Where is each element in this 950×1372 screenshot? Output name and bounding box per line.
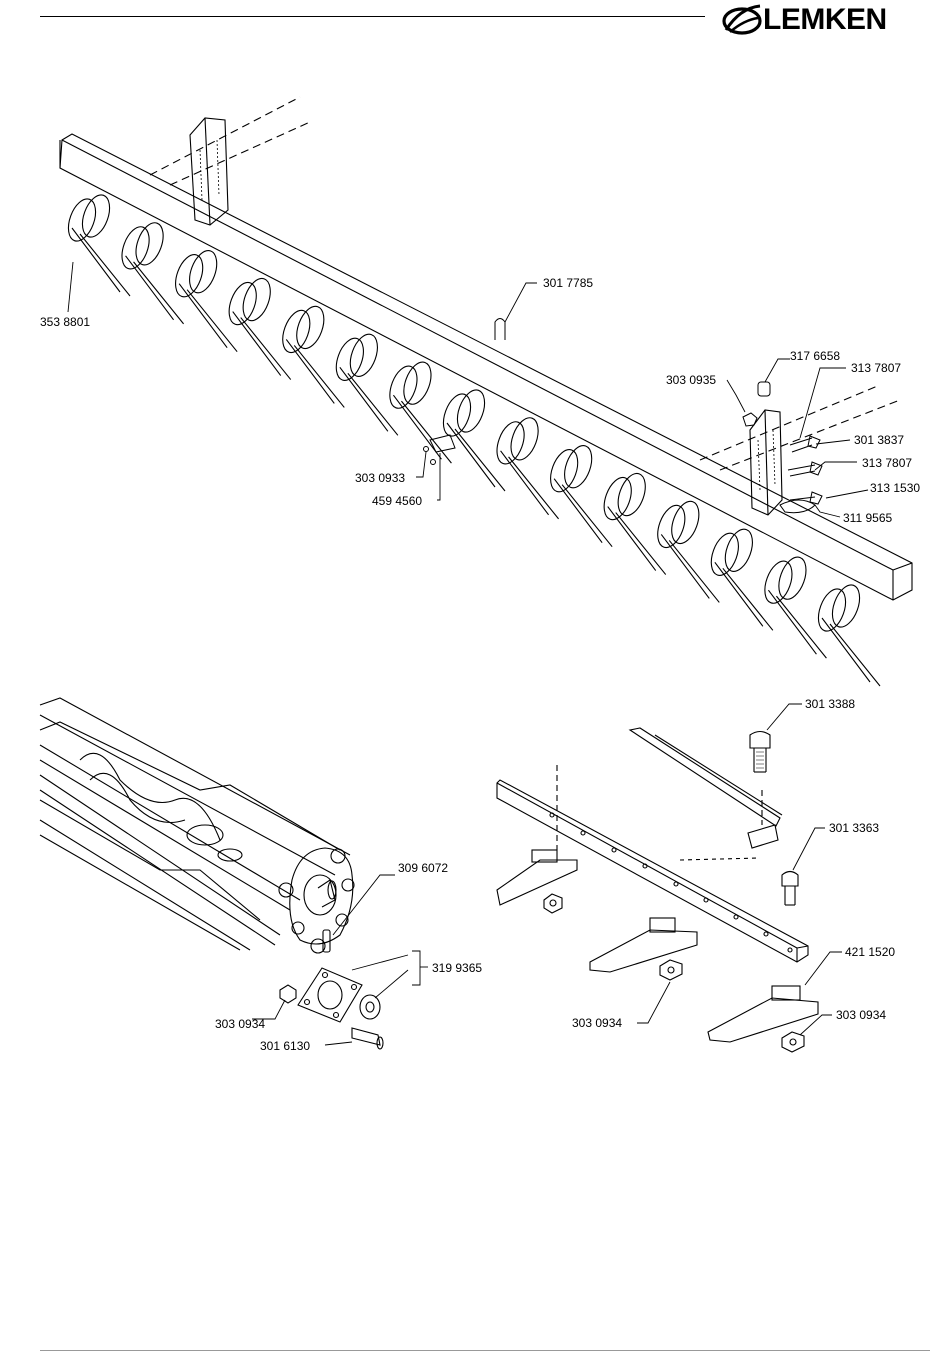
label-301-3388: 301 3388	[805, 697, 855, 711]
label-301-3363: 301 3363	[829, 821, 879, 835]
footer-rule	[40, 1350, 930, 1351]
label-303-0934-b: 303 0934	[836, 1008, 886, 1022]
label-421-1520: 421 1520	[845, 945, 895, 959]
label-303-0934-a: 303 0934	[572, 1016, 622, 1030]
scraper-bar	[497, 780, 808, 962]
